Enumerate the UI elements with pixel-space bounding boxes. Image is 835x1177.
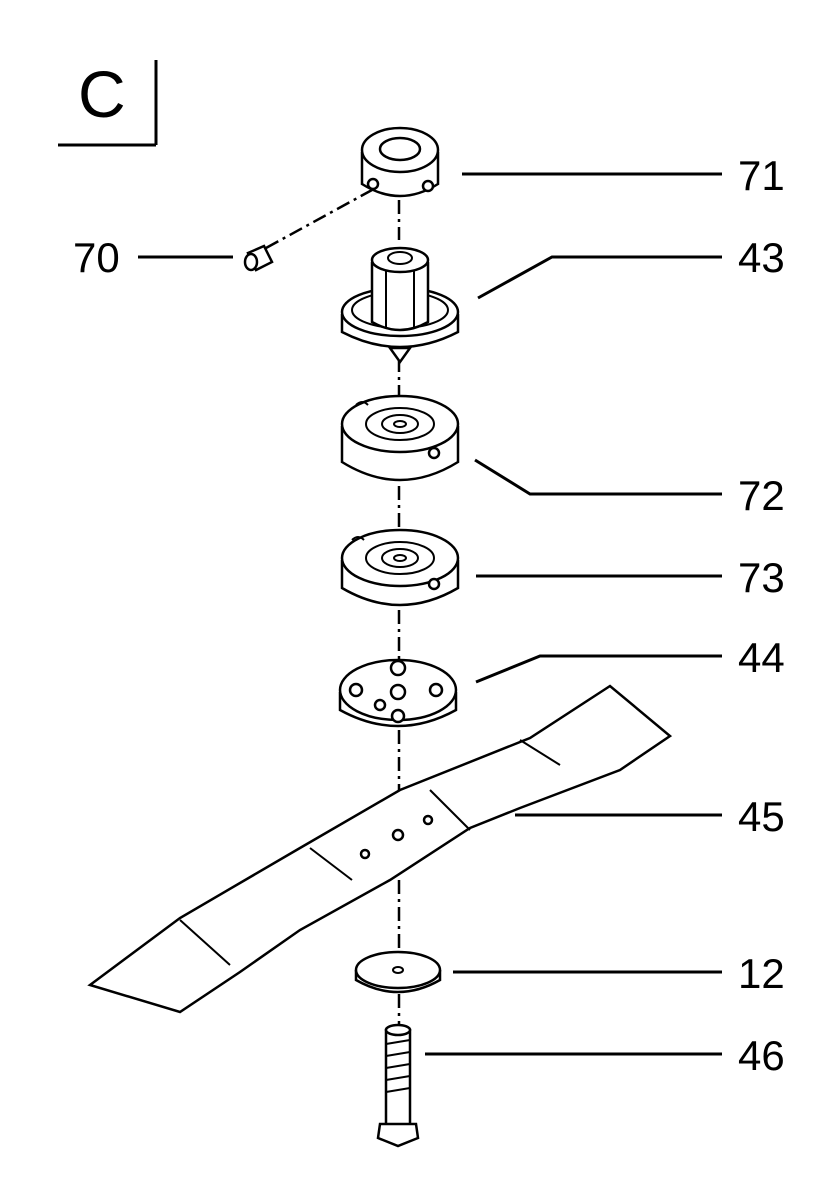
part-label-70: 70 [73, 234, 120, 281]
part-label-73: 73 [738, 554, 785, 601]
part-label-71: 71 [738, 152, 785, 199]
part-45-blade [87, 684, 673, 1014]
part-labels: 71 70 43 72 73 44 45 12 46 [73, 152, 785, 1079]
part-label-72: 72 [738, 472, 785, 519]
part-72-disc [340, 394, 460, 482]
leader-line-44 [475, 654, 722, 684]
part-73-disc [340, 528, 460, 607]
leader-line-43 [477, 255, 722, 300]
part-70-set-screw [243, 244, 274, 272]
part-46-bolt [376, 1023, 420, 1148]
part-71-collar [360, 126, 440, 198]
part-label-12: 12 [738, 950, 785, 997]
part-44-adapter-plate [338, 658, 458, 728]
part-label-43: 43 [738, 234, 785, 281]
part-label-44: 44 [738, 634, 785, 681]
section-letter: C [78, 57, 126, 131]
part-12-washer [354, 950, 442, 994]
section-marker: C [58, 57, 158, 147]
assembly-axis [265, 188, 401, 1024]
part-label-45: 45 [738, 793, 785, 840]
part-43-blade-hub [340, 246, 460, 365]
leader-lines [138, 172, 722, 1056]
part-label-46: 46 [738, 1032, 785, 1079]
leader-line-72 [474, 458, 722, 496]
